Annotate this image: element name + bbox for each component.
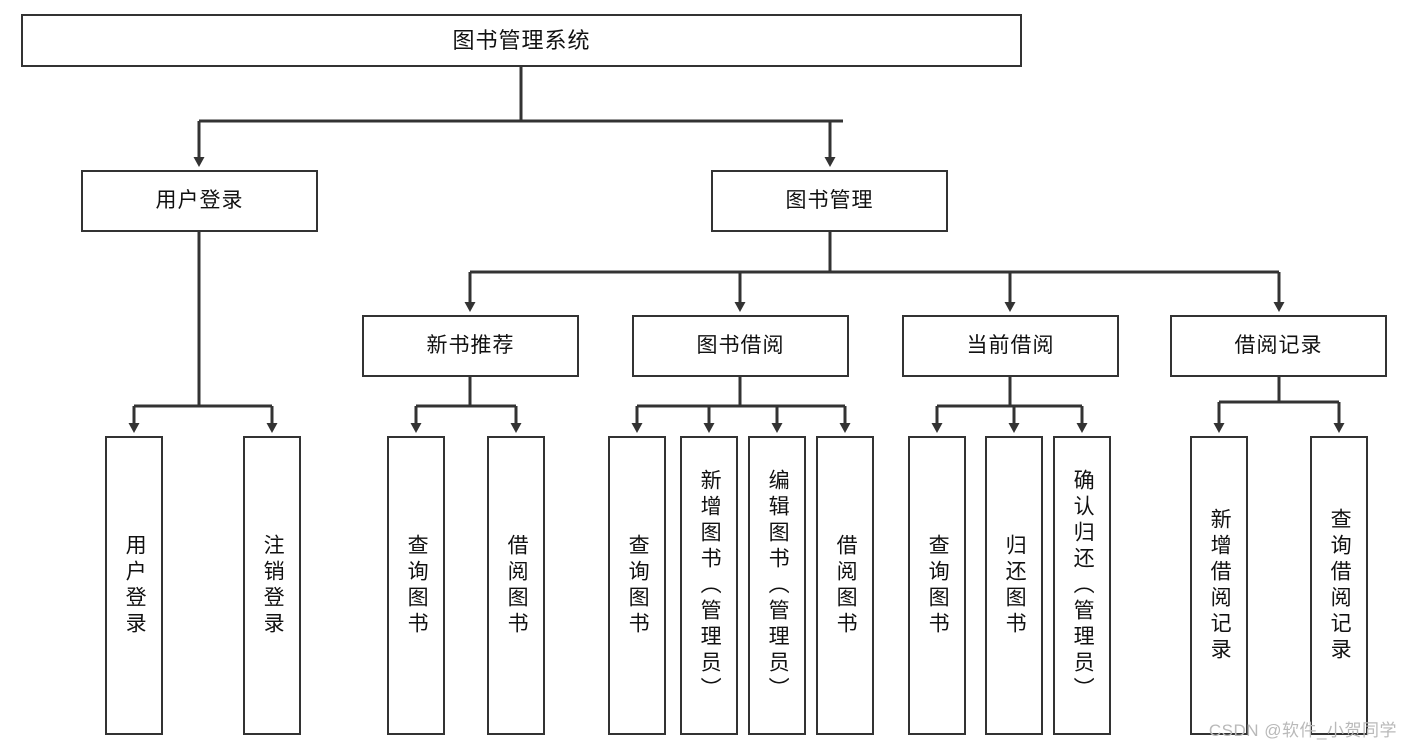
- node-leaf-borrow-book-1-label: 借阅图书: [505, 533, 529, 638]
- node-book-borrow[interactable]: 图书借阅: [632, 315, 849, 377]
- node-leaf-add-book[interactable]: 新增图书（管理员）: [680, 436, 738, 735]
- node-book-manage[interactable]: 图书管理: [711, 170, 948, 232]
- node-book-manage-label: 图书管理: [785, 188, 874, 212]
- node-root[interactable]: 图书管理系统: [21, 14, 1022, 67]
- node-current-borrow-label: 当前借阅: [966, 333, 1055, 357]
- node-leaf-query-book-3[interactable]: 查询图书: [908, 436, 966, 735]
- node-leaf-edit-book-label: 编辑图书（管理员）: [766, 468, 790, 703]
- node-root-label: 图书管理系统: [452, 27, 591, 53]
- node-user-login[interactable]: 用户登录: [81, 170, 318, 232]
- node-leaf-borrow-book-1[interactable]: 借阅图书: [487, 436, 545, 735]
- node-current-borrow[interactable]: 当前借阅: [902, 315, 1119, 377]
- node-leaf-confirm-return-label: 确认归还（管理员）: [1071, 468, 1095, 703]
- node-leaf-query-book-3-label: 查询图书: [926, 533, 950, 638]
- node-leaf-logout-label: 注销登录: [261, 533, 285, 638]
- node-leaf-logout[interactable]: 注销登录: [243, 436, 301, 735]
- node-leaf-borrow-book-2-label: 借阅图书: [834, 533, 858, 638]
- node-borrow-record-label: 借阅记录: [1234, 333, 1323, 357]
- node-leaf-query-book-2-label: 查询图书: [626, 533, 650, 638]
- node-leaf-query-record[interactable]: 查询借阅记录: [1310, 436, 1368, 735]
- node-new-book-rec-label: 新书推荐: [426, 333, 515, 357]
- node-leaf-add-record[interactable]: 新增借阅记录: [1190, 436, 1248, 735]
- node-book-borrow-label: 图书借阅: [696, 333, 785, 357]
- node-leaf-return-book[interactable]: 归还图书: [985, 436, 1043, 735]
- watermark: CSDN @软件_小贺同学: [1208, 721, 1397, 740]
- node-leaf-add-record-label: 新增借阅记录: [1208, 507, 1232, 664]
- node-leaf-return-book-label: 归还图书: [1003, 533, 1027, 638]
- node-leaf-user-login-label: 用户登录: [123, 533, 147, 638]
- node-new-book-rec[interactable]: 新书推荐: [362, 315, 579, 377]
- node-leaf-add-book-label: 新增图书（管理员）: [698, 468, 722, 703]
- node-leaf-confirm-return[interactable]: 确认归还（管理员）: [1053, 436, 1111, 735]
- node-leaf-query-book-1-label: 查询图书: [405, 533, 429, 638]
- node-user-login-label: 用户登录: [155, 188, 244, 212]
- node-borrow-record[interactable]: 借阅记录: [1170, 315, 1387, 377]
- node-leaf-query-record-label: 查询借阅记录: [1328, 507, 1352, 664]
- node-leaf-borrow-book-2[interactable]: 借阅图书: [816, 436, 874, 735]
- node-leaf-query-book-2[interactable]: 查询图书: [608, 436, 666, 735]
- node-leaf-query-book-1[interactable]: 查询图书: [387, 436, 445, 735]
- node-leaf-edit-book[interactable]: 编辑图书（管理员）: [748, 436, 806, 735]
- node-leaf-user-login[interactable]: 用户登录: [105, 436, 163, 735]
